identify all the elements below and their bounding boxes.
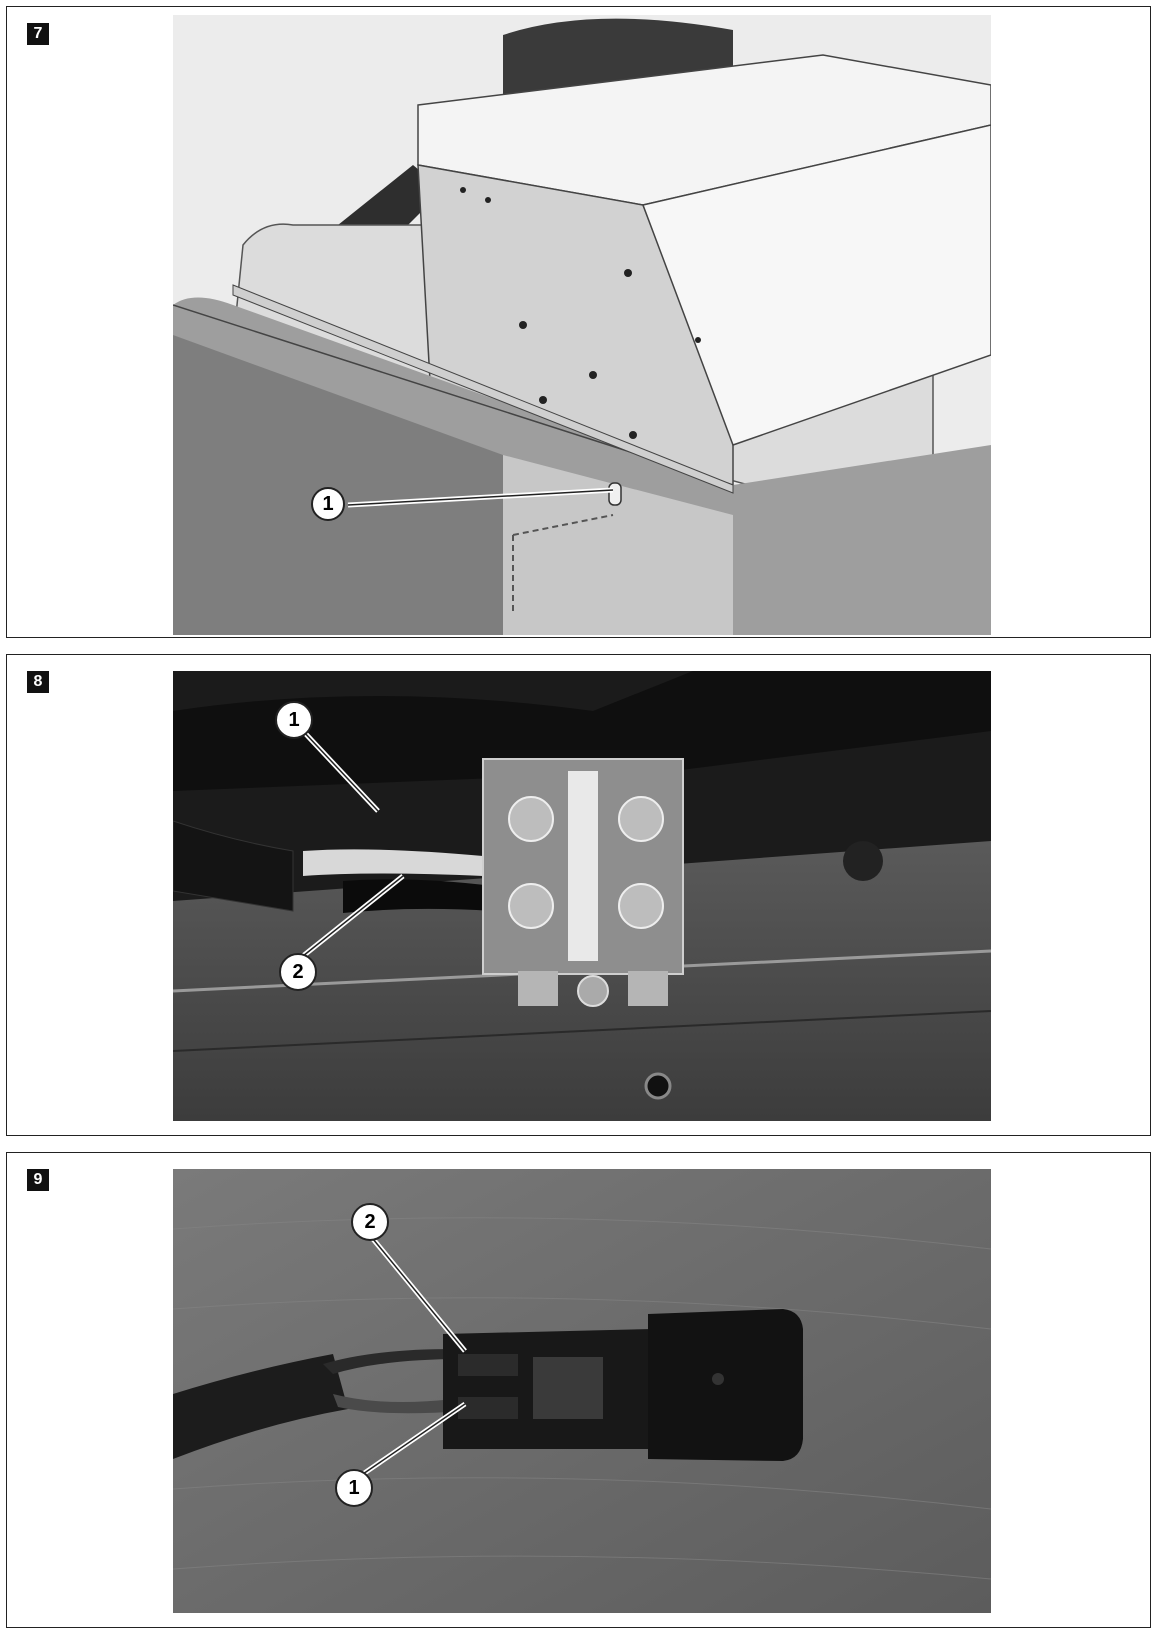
figure-number-badge: 8 xyxy=(27,671,49,693)
callout-1: 1 xyxy=(311,487,345,521)
figure-8-drawing xyxy=(173,671,991,1121)
callout-label: 1 xyxy=(288,709,300,731)
figure-7-drawing xyxy=(173,15,991,635)
figure-number-badge: 7 xyxy=(27,23,49,45)
callout-label: 1 xyxy=(348,1477,360,1499)
figure-7-illustration: 1 xyxy=(173,15,991,635)
figure-number-badge: 9 xyxy=(27,1169,49,1191)
callout-2: 2 xyxy=(351,1203,389,1241)
callout-label: 2 xyxy=(292,961,304,983)
callout-label: 2 xyxy=(364,1211,376,1233)
figure-9-photo: 2 1 xyxy=(173,1169,991,1613)
figure-9-drawing xyxy=(173,1169,991,1613)
callout-1: 1 xyxy=(275,701,313,739)
callout-1: 1 xyxy=(335,1469,373,1507)
figure-7-panel: 7 xyxy=(6,6,1151,638)
figure-9-panel: 9 xyxy=(6,1152,1151,1628)
figure-8-panel: 8 xyxy=(6,654,1151,1136)
callout-label: 1 xyxy=(322,493,334,515)
callout-2: 2 xyxy=(279,953,317,991)
figure-8-photo: 1 2 xyxy=(173,671,991,1121)
